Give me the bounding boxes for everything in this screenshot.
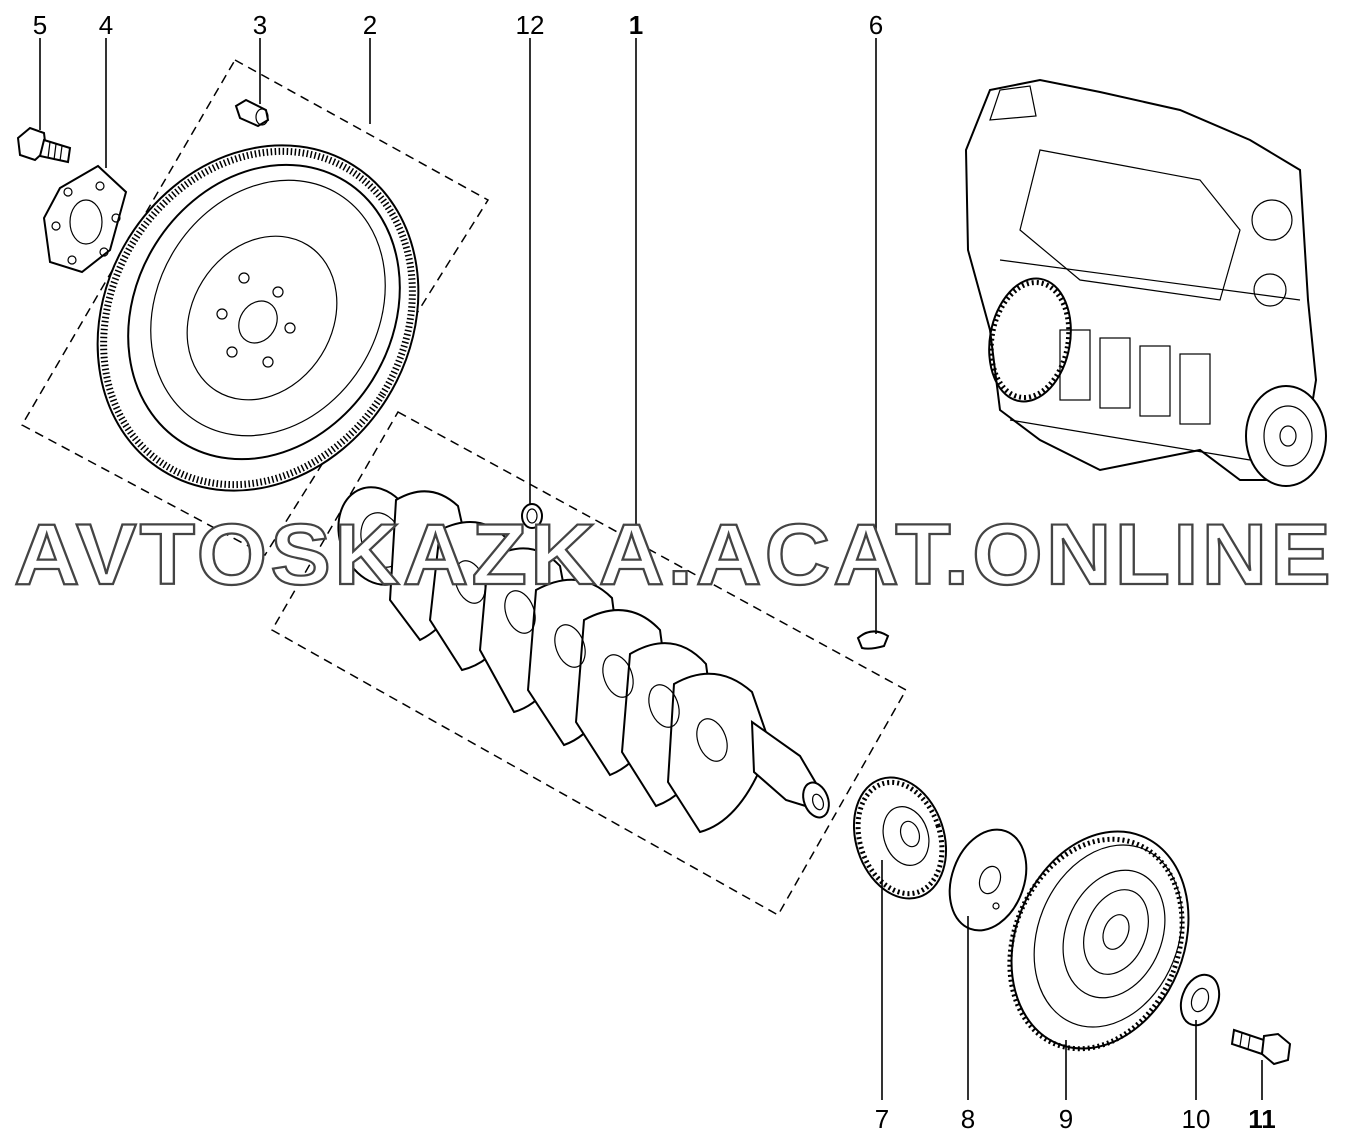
engine-reference-image bbox=[964, 78, 1327, 487]
callout-2: 2 bbox=[363, 10, 377, 40]
pulley-washer bbox=[1179, 973, 1221, 1027]
callout-12: 12 bbox=[516, 10, 545, 40]
callout-11: 11 bbox=[1248, 1104, 1276, 1134]
callout-1: 1 bbox=[629, 10, 643, 40]
flywheel-bolt-plate bbox=[42, 164, 128, 274]
woodruff-key bbox=[856, 630, 890, 650]
timing-sprocket bbox=[852, 776, 948, 900]
crankshaft-pulley bbox=[1007, 830, 1190, 1052]
dowel-pin bbox=[234, 98, 270, 128]
callout-3: 3 bbox=[253, 10, 267, 40]
callout-10: 10 bbox=[1182, 1104, 1211, 1134]
callout-8: 8 bbox=[961, 1104, 975, 1134]
callout-7: 7 bbox=[875, 1104, 889, 1134]
flywheel bbox=[96, 144, 420, 492]
pulley-bolt bbox=[1230, 1028, 1292, 1066]
callout-9: 9 bbox=[1059, 1104, 1073, 1134]
flywheel-group-outline bbox=[20, 58, 490, 556]
callout-5: 5 bbox=[33, 10, 47, 40]
crankshaft-group-outline bbox=[270, 410, 908, 917]
pilot-bushing bbox=[521, 503, 543, 529]
watermark: AVTOSKAZKA.ACAT.ONLINE bbox=[14, 507, 1334, 603]
callout-6: 6 bbox=[869, 10, 883, 40]
callout-4: 4 bbox=[99, 10, 113, 40]
flywheel-bolt bbox=[16, 126, 72, 164]
crankshaft bbox=[337, 486, 830, 834]
sensor-disc bbox=[948, 828, 1028, 932]
